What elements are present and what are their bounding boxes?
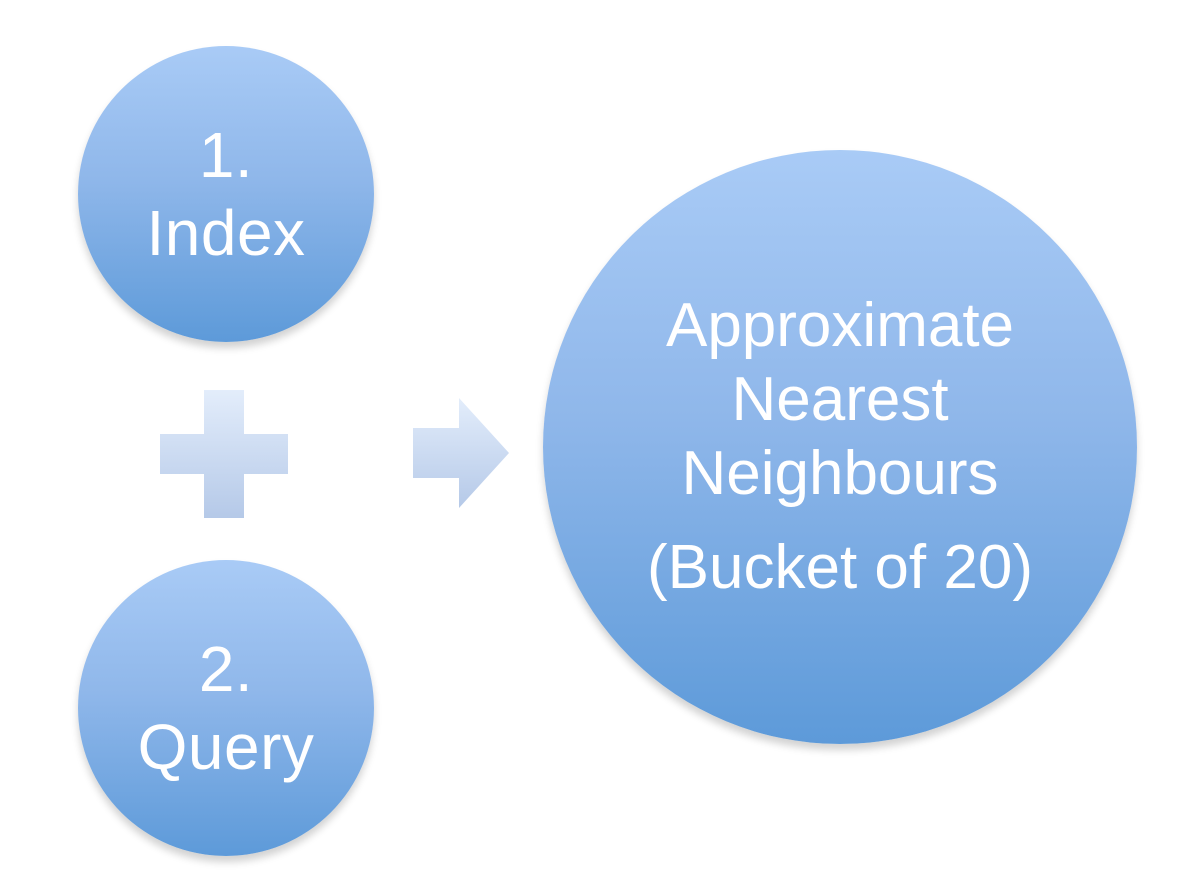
plus-icon <box>160 390 288 518</box>
index-step-circle: 1. Index <box>78 46 374 342</box>
query-step-number: 2. <box>198 633 254 705</box>
query-step-label: Query <box>137 711 315 783</box>
index-step-label: Index <box>146 197 306 269</box>
result-line-nearest: Nearest <box>731 365 949 434</box>
result-line-neighbours: Neighbours <box>681 439 999 508</box>
right-arrow-icon <box>413 398 509 508</box>
index-step-number: 1. <box>198 119 254 191</box>
result-circle: Approximate Nearest Neighbours (Bucket o… <box>543 150 1137 744</box>
query-step-circle: 2. Query <box>78 560 374 856</box>
result-line-approximate: Approximate <box>665 291 1015 360</box>
result-bucket-note: (Bucket of 20) <box>647 533 1033 602</box>
